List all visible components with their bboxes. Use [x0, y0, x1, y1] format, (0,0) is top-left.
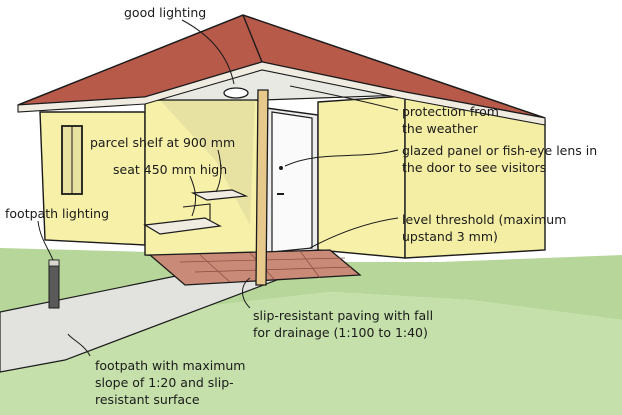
- label-protection-line1: protection from: [402, 104, 499, 119]
- footpath-bollard: [48, 259, 60, 309]
- leader-paving: [242, 277, 251, 309]
- leader-threshold: [309, 217, 399, 249]
- leader-footpath-lighting: [37, 220, 54, 261]
- label-paving-line1: slip-resistant paving with fall: [253, 308, 433, 323]
- leader-protection: [289, 85, 399, 111]
- door: [271, 111, 313, 253]
- parcel-shelf: [190, 189, 249, 201]
- label-good-lighting: good lighting: [124, 5, 206, 20]
- label-threshold-line1: level threshold (maximum: [402, 212, 566, 227]
- fish-eye-lens: [279, 166, 283, 170]
- seat: [143, 217, 222, 235]
- right-wall: [317, 95, 406, 259]
- leader-seat: [189, 175, 197, 217]
- leader-glazed: [284, 149, 399, 167]
- label-footpath-line3: resistant surface: [95, 392, 200, 407]
- label-footpath-lighting: footpath lighting: [5, 206, 109, 221]
- label-glazed-line2: the door to see visitors: [402, 160, 546, 175]
- label-seat: seat 450 mm high: [113, 162, 227, 177]
- label-parcel-shelf: parcel shelf at 900 mm: [90, 135, 235, 150]
- leader-footpath: [67, 333, 91, 357]
- left-wall: [39, 111, 146, 246]
- label-glazed-line1: glazed panel or fish-eye lens in: [402, 143, 597, 158]
- label-protection-line2: the weather: [402, 121, 479, 136]
- label-footpath-line2: slope of 1:20 and slip-: [95, 375, 234, 390]
- label-threshold-line2: upstand 3 mm): [402, 229, 498, 244]
- roof-ridge: [242, 14, 263, 63]
- leader-parcel-shelf: [215, 149, 222, 193]
- roof-fascia: [17, 61, 546, 126]
- leader-good-lighting: [181, 19, 235, 85]
- ceiling-light: [223, 87, 249, 99]
- label-footpath-line1: footpath with maximum: [95, 358, 245, 373]
- porch-shadow: [160, 100, 255, 225]
- porch-post: [255, 89, 269, 286]
- label-paving-line2: for drainage (1:100 to 1:40): [253, 325, 428, 340]
